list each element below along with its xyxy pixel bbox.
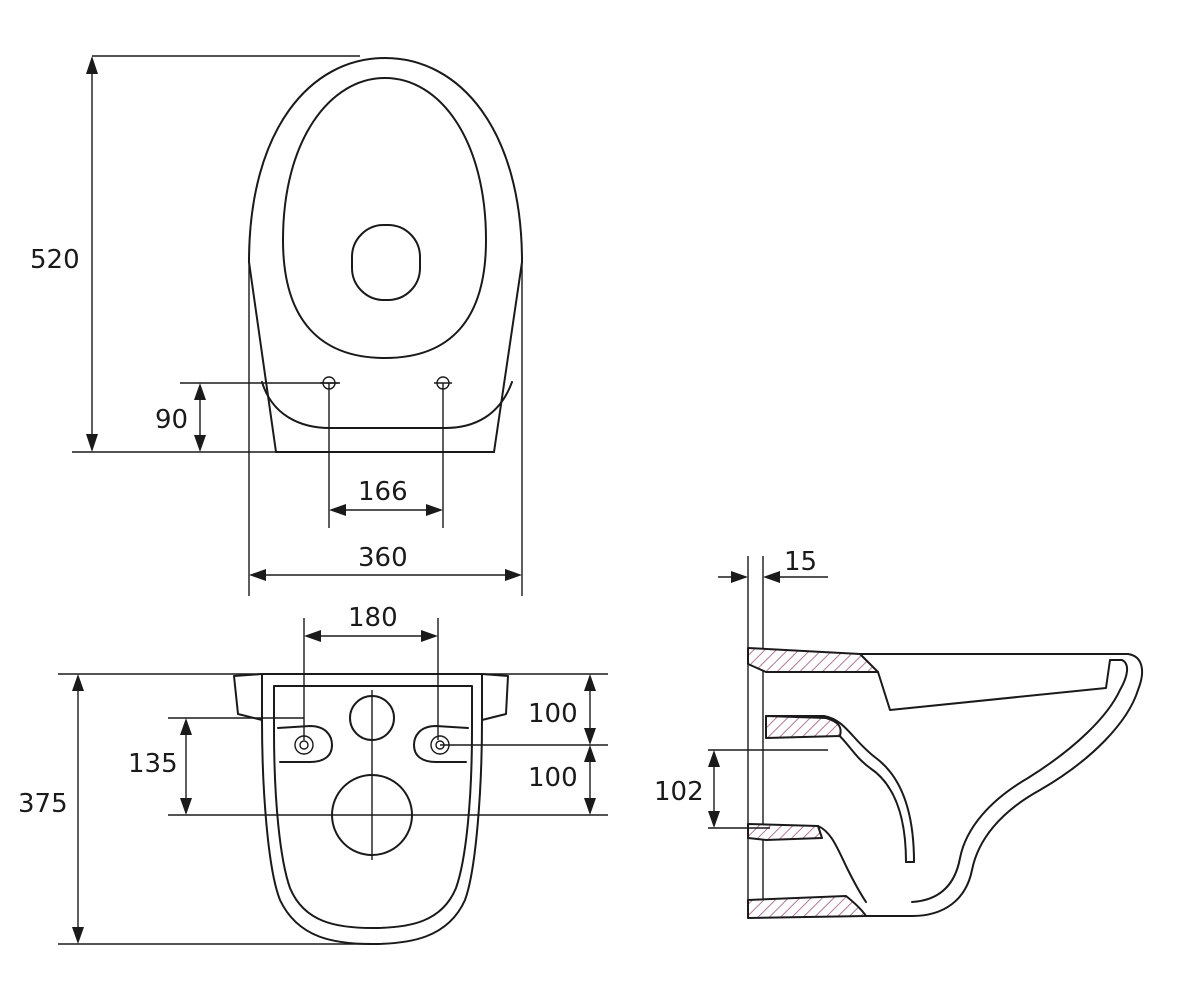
side-section-rim-inner (877, 659, 1128, 903)
dim-side-outlet-height: 102 (654, 777, 704, 807)
dim-rear-total-height: 375 (18, 789, 68, 819)
side-section-base (747, 895, 867, 919)
top-view-outlet (351, 224, 421, 301)
dim-top-width: 360 (358, 543, 408, 573)
dim-top-bolt-spacing: 166 (358, 477, 408, 507)
side-section-top-deck (747, 647, 879, 673)
rear-view-outer-body (261, 673, 483, 945)
top-view-outer-outline (248, 57, 523, 453)
top-view: 520 90 166 360 (30, 55, 523, 596)
dim-top-height: 520 (30, 245, 80, 275)
top-view-inner-rim (282, 77, 487, 359)
dim-rear-bolt-spacing: 180 (348, 603, 398, 633)
rear-view-flange (233, 673, 263, 721)
side-section: 15 102 (654, 547, 1144, 919)
rear-view-bolt-slot-right (413, 725, 469, 763)
rear-view-back-plate (273, 685, 473, 929)
dim-rear-upper-gap: 100 (528, 699, 578, 729)
dim-rear-bolt-height: 135 (128, 749, 178, 779)
rear-view: 180 375 135 100 100 (18, 603, 608, 945)
rear-view-bolt-slot-left (277, 725, 333, 763)
side-section-trap (765, 715, 915, 863)
dim-side-wall-thickness: 15 (784, 547, 817, 577)
dim-top-bolt-offset: 90 (155, 405, 188, 435)
side-section-mid-ledge (765, 715, 842, 739)
side-section-outlet (765, 825, 867, 903)
top-view-rear-platform (261, 381, 513, 429)
side-section-bowl-shell (859, 653, 1144, 917)
dim-rear-lower-gap: 100 (528, 763, 578, 793)
